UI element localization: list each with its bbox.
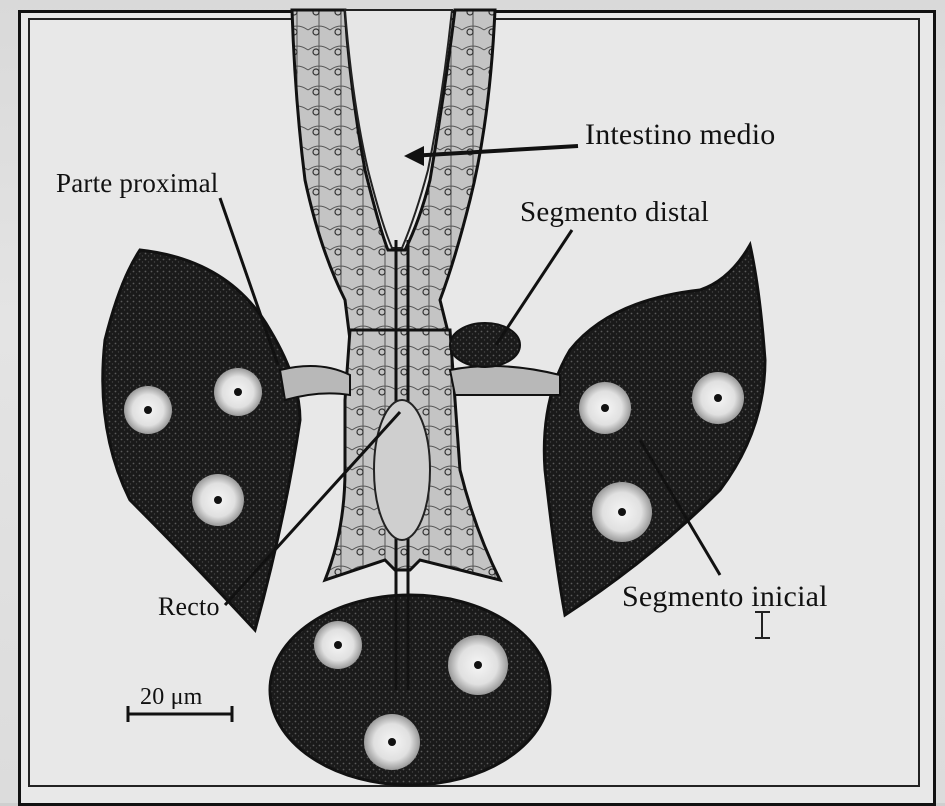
right-connecting-duct: [450, 366, 560, 395]
label-parte-proximal: Parte proximal: [56, 168, 219, 199]
label-segmento-distal: Segmento distal: [520, 196, 709, 229]
left-connecting-duct: [280, 366, 350, 400]
label-segmento-inicial: Segmento inicial: [622, 580, 828, 614]
right-tubule-lobe: [544, 245, 765, 615]
distal-segment-bulb: [450, 323, 520, 367]
left-tubule-lobe: [103, 250, 300, 630]
label-intestino-medio: Intestino medio: [585, 118, 775, 152]
leader-segmento-distal: [496, 230, 572, 345]
label-recto: Recto: [158, 592, 220, 622]
rectum-lumen: [374, 400, 430, 540]
text-cursor-icon: [755, 612, 770, 638]
scale-bar-label: 20 μm: [140, 684, 203, 711]
